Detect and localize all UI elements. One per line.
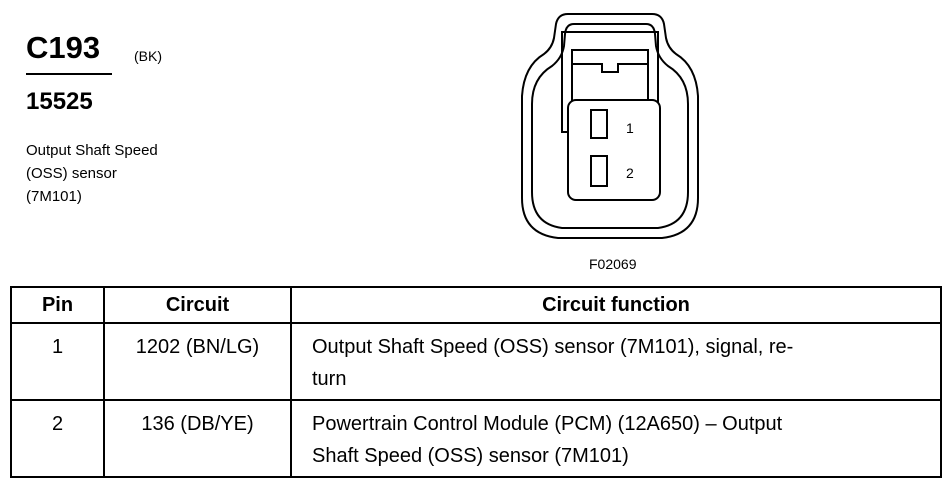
table-row: 2 136 (DB/YE) Powertrain Control Module …	[10, 399, 942, 478]
row-2-pin: 2	[10, 399, 105, 478]
connector-outer-shell	[521, 13, 699, 239]
pin-2-terminal	[590, 155, 608, 187]
header-pin: Pin	[10, 286, 105, 324]
header-circuit-function: Circuit function	[290, 286, 942, 324]
connector-face-diagram: 1 2	[521, 13, 699, 239]
row-2-circuit: 136 (DB/YE)	[103, 399, 292, 478]
description-line-1: Output Shaft Speed	[26, 142, 158, 159]
pin-1-label: 1	[626, 120, 634, 136]
table-header-row: Pin Circuit Circuit function	[10, 286, 942, 324]
connector-code: C193	[26, 30, 101, 65]
description-line-2: (OSS) sensor	[26, 165, 117, 182]
table-row: 1 1202 (BN/LG) Output Shaft Speed (OSS) …	[10, 322, 942, 401]
row-2-function-line-2: Shaft Speed (OSS) sensor (7M101)	[312, 445, 629, 467]
pinout-table: Pin Circuit Circuit function 1 1202 (BN/…	[10, 286, 942, 478]
connector-color: (BK)	[134, 48, 162, 64]
row-2-function: Powertrain Control Module (PCM) (12A650)…	[290, 399, 942, 478]
connector-description: Output Shaft Speed (OSS) sensor (7M101)	[26, 139, 256, 208]
figure-id: F02069	[589, 256, 637, 272]
pin-2-label: 2	[626, 165, 634, 181]
row-1-function-line-2: turn	[312, 368, 347, 390]
row-1-pin: 1	[10, 322, 105, 401]
terminal-cavity-body	[567, 99, 661, 201]
row-2-function-line-1: Powertrain Control Module (PCM) (12A650)…	[312, 413, 783, 435]
row-1-function: Output Shaft Speed (OSS) sensor (7M101),…	[290, 322, 942, 401]
description-line-3: (7M101)	[26, 188, 82, 205]
connector-code-underline	[26, 73, 112, 75]
latch-tab	[572, 63, 648, 73]
row-1-circuit: 1202 (BN/LG)	[103, 322, 292, 401]
connector-part-number: 15525	[26, 88, 93, 115]
row-1-function-line-1: Output Shaft Speed (OSS) sensor (7M101),…	[312, 336, 794, 358]
header-circuit: Circuit	[103, 286, 292, 324]
pin-1-terminal	[590, 109, 608, 139]
